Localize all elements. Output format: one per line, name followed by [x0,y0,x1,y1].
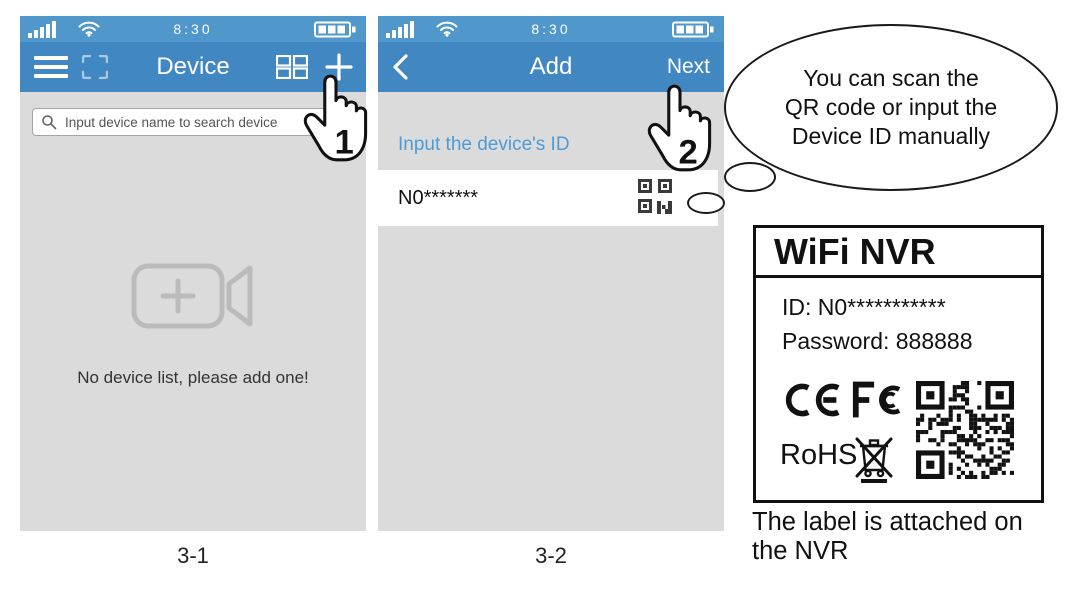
back-button[interactable] [392,42,408,92]
device-list-body: No device list, please add one! [20,92,366,531]
rohs-text: RoHS [780,439,858,471]
step-2-pointer-hand-icon: 2 [647,84,712,172]
clock-text: 8:30 [531,21,571,37]
device-header: Device [20,42,366,92]
battery-icon [314,21,356,38]
qr-code [916,381,1014,479]
label-note-line-1: The label is attached on [752,508,1023,536]
scan-frame-button[interactable] [82,42,108,92]
figure-caption-3-2: 3-2 [535,543,567,568]
status-bar: 8:30 [20,16,366,42]
figure-caption-3-1: 3-1 [177,543,209,568]
thought-bubble-tail-large [724,162,776,192]
add-header: Add Next [378,42,724,92]
status-bar: 8:30 [378,16,724,42]
thought-bubble: You can scan the QR code or input the De… [724,24,1058,191]
thought-bubble-tail-small [687,192,725,214]
add-body: Input the device's ID N0******* [378,92,724,531]
page-title: Device [156,53,230,80]
bubble-line-3: Device ID manually [791,123,991,149]
signal-bars-icon [28,21,56,38]
wifi-icon [436,21,458,37]
bubble-line-2: QR code or input the [784,94,998,120]
signal-bars-icon [386,21,414,38]
add-device-button[interactable] [324,42,354,92]
label-note: The label is attached on the NVR [752,508,1023,566]
search-input[interactable] [63,113,345,131]
search-bar [32,108,354,136]
device-screen: 8:30 [20,16,366,531]
next-button[interactable]: Next [666,55,710,78]
wifi-icon [78,21,100,37]
label-note-line-2: the NVR [752,537,849,565]
input-id-prompt: Input the device's ID [398,134,570,155]
search-icon [42,115,57,130]
nvr-sticker-label: WiFi NVR ID: N0*********** Password: 888… [753,225,1044,503]
page-title: Add [529,53,573,80]
bubble-line-1: You can scan the [803,65,979,91]
menu-icon [34,56,68,78]
device-id-text: N0******* [398,186,479,209]
step-1-number: 1 [335,124,354,162]
camera-add-icon [131,263,253,329]
device-id-row[interactable]: N0******* [378,170,718,226]
ce-mark-icon [785,383,840,417]
label-device-id: ID: N0*********** [782,294,946,320]
back-chevron-icon [393,54,408,80]
grid-view-icon [276,55,308,79]
step-1-pointer-hand-icon: 1 [303,74,368,162]
step-2-number: 2 [679,134,698,172]
grid-view-button[interactable] [276,42,308,92]
clock-text: 8:30 [173,21,213,37]
plus-icon [325,53,353,81]
scan-frame-icon [82,55,108,79]
fcc-mark-icon [852,381,901,418]
menu-button[interactable] [34,42,68,92]
label-title: WiFi NVR [756,228,1041,278]
qr-scan-button[interactable] [638,179,672,217]
add-screen: 8:30 Add Next Input the device's ID N0**… [378,16,724,531]
battery-icon [672,21,714,38]
label-password: Password: 888888 [782,328,973,354]
empty-state-text: No device list, please add one! [77,368,309,387]
qr-scan-icon [638,179,672,214]
weee-bin-icon [855,437,893,483]
